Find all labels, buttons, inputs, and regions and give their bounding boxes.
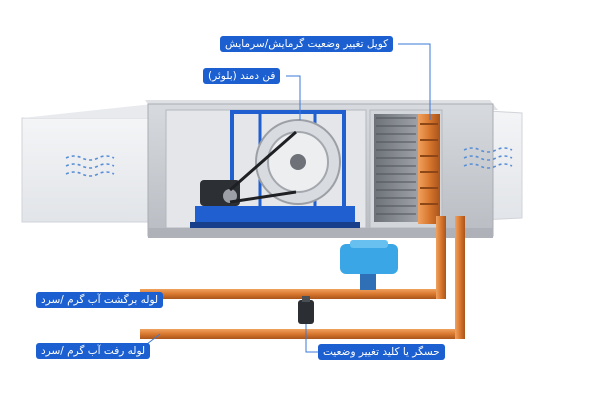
control-valve xyxy=(340,240,398,290)
inlet-duct xyxy=(21,103,163,223)
supply-pipe-label: لوله رفت آب گرم /سرد xyxy=(36,343,151,359)
return-pipe xyxy=(140,216,446,299)
airflow-arrows xyxy=(65,147,513,177)
supply-pipe xyxy=(140,216,465,339)
blower-fan xyxy=(190,110,360,228)
heating-cooling-coil xyxy=(374,114,440,224)
sensor-label: حسگر یا کلید تغییر وضعیت xyxy=(318,344,445,360)
fan-label: فن دمند (بلوئر) xyxy=(203,68,281,84)
return-pipe-label: لوله برگشت آب گرم /سرد xyxy=(36,292,164,308)
sensor-switch xyxy=(298,296,314,324)
coil-label: کویل تغییر وضعیت گرمایش/سرمایش xyxy=(220,36,394,52)
